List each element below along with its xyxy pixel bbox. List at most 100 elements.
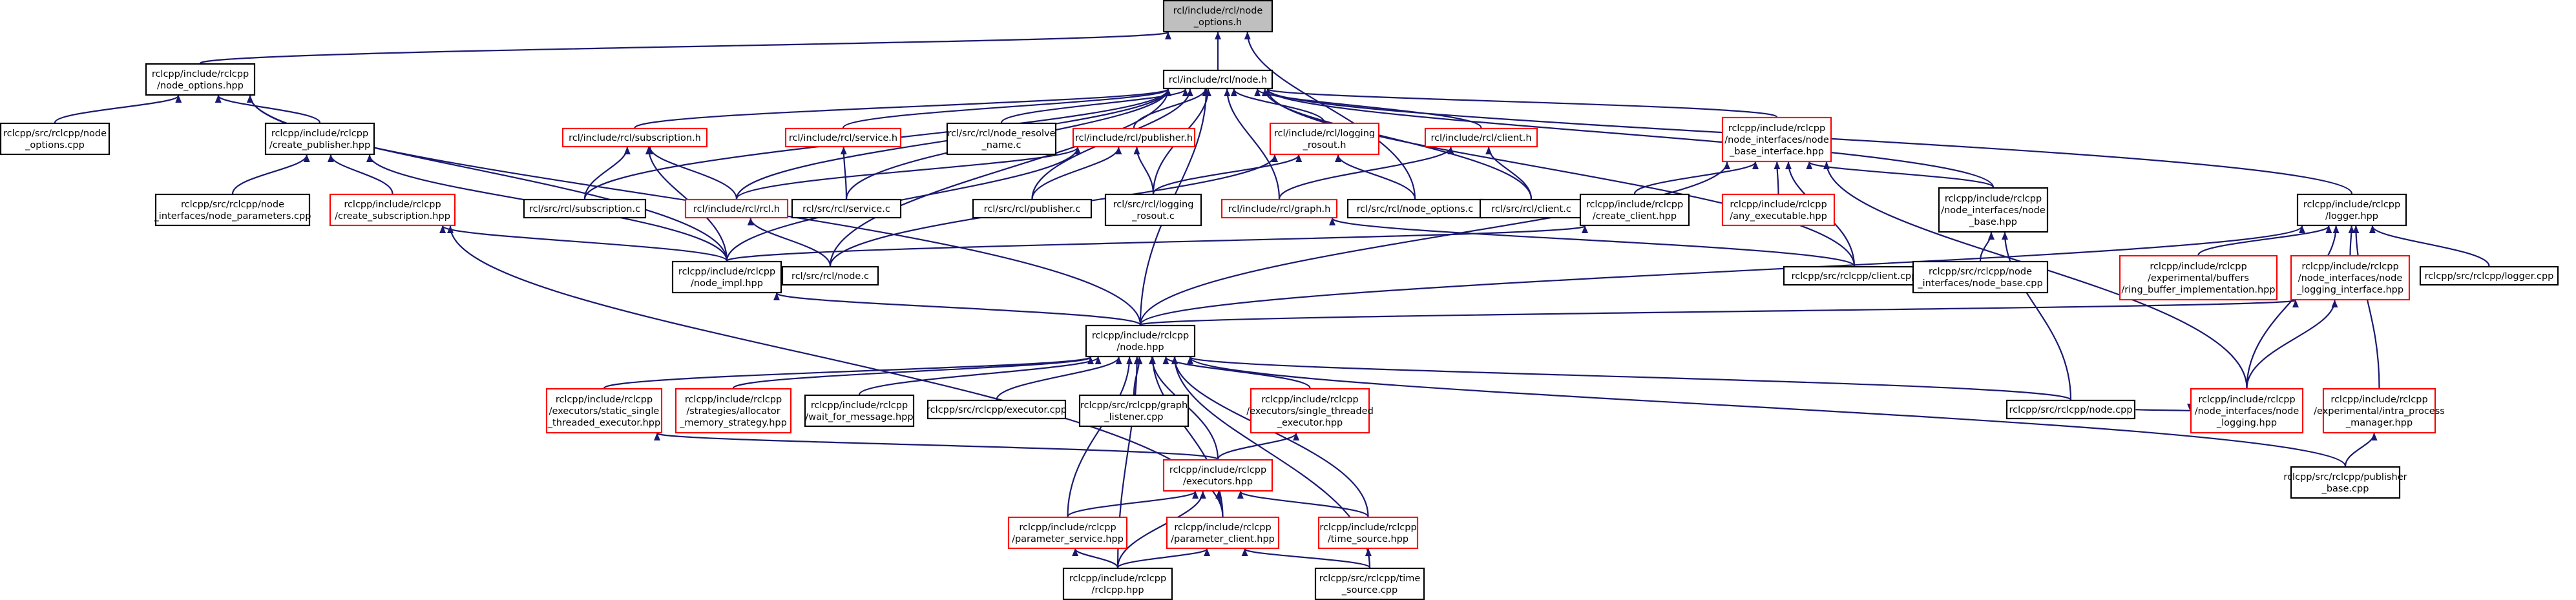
edge-node_cpp-to-cpp_node_hpp (1187, 356, 2072, 401)
node-rcl-publisher-h[interactable]: rcl/include/rcl/publisher.h (1072, 127, 1196, 148)
node-graph-h[interactable]: rcl/include/rcl/graph.h (1220, 198, 1338, 219)
node-rcl-subscription-h[interactable]: rcl/include/rcl/subscription.h (561, 127, 708, 148)
node-wait-for-message[interactable]: rclcpp/include/rclcpp/wait_for_message.h… (804, 394, 915, 428)
node-rcl-h[interactable]: rcl/include/rcl/rcl.h (684, 198, 789, 219)
edge-cpp_node_options_cpp-to-cpp_node_options_hpp (54, 94, 182, 123)
node-label-line: rclcpp/include/rclcpp (1169, 465, 1266, 475)
edge-rcl_service_h-to-rcl_node_h (842, 88, 1171, 129)
node-node-logging-interface[interactable]: rclcpp/include/rclcpp/node_interfaces/no… (2290, 254, 2411, 301)
edge-client_cpp-to-graph_h (1329, 217, 1856, 267)
node-time-source-hpp[interactable]: rclcpp/include/rclcpp/time_source.hpp (1317, 516, 1419, 550)
node-label-line: /node_interfaces/node (1724, 135, 1829, 145)
node-create-publisher[interactable]: rclcpp/include/rclcpp/create_publisher.h… (264, 122, 375, 156)
node-label-line: rclcpp/include/rclcpp (1174, 522, 1271, 533)
node-rcl-client-h[interactable]: rcl/include/rcl/client.h (1424, 127, 1538, 148)
node-node-base-hpp[interactable]: rclcpp/include/rclcpp/node_interfaces/no… (1938, 187, 2049, 233)
edge-line (1215, 491, 1224, 517)
node-node-base-cpp[interactable]: rclcpp/src/rclcpp/node_interfaces/node_b… (1912, 260, 2049, 294)
node-box (2296, 193, 2407, 227)
node-label-line: /wait_for_message.hpp (805, 412, 913, 422)
node-label-line: /node_interfaces/node (2298, 273, 2403, 284)
node-node-impl[interactable]: rclcpp/include/rclcpp/node_impl.hpp (671, 260, 782, 294)
node-ring-buffer[interactable]: rclcpp/include/rclcpp/experimental/buffe… (2119, 254, 2278, 301)
edge-line (829, 88, 1171, 267)
node-create-client[interactable]: rclcpp/include/rclcpp/create_client.hpp (1579, 193, 1690, 227)
node-rcl-service-h[interactable]: rcl/include/rcl/service.h (784, 127, 902, 148)
node-node-logging-hpp[interactable]: rclcpp/include/rclcpp/node_interfaces/no… (2190, 388, 2304, 434)
node-label-line: rcl/src/rcl/logging (1113, 200, 1194, 210)
edge-create_publisher-to-cpp_node_options_hpp (215, 95, 321, 123)
node-box (1479, 198, 1584, 219)
node-any-executable[interactable]: rclcpp/include/rclcpp/any_executable.hpp (1721, 193, 1836, 227)
node-logger-hpp[interactable]: rclcpp/include/rclcpp/logger.hpp (2296, 193, 2407, 227)
node-box (781, 265, 879, 286)
node-box (2290, 466, 2401, 499)
node-graph-listener[interactable]: rclcpp/src/rclcpp/graph_listener.cpp (1078, 394, 1189, 428)
node-rclcpp-hpp[interactable]: rclcpp/include/rclcpp/rclcpp.hpp (1062, 567, 1173, 600)
node-create-subscription[interactable]: rclcpp/include/rclcpp/create_subscriptio… (329, 193, 456, 227)
node-node-options-c[interactable]: rcl/src/rcl/node_options.c (1346, 198, 1483, 219)
node-publisher-c[interactable]: rcl/src/rcl/publisher.c (972, 198, 1093, 219)
node-node-base-interface[interactable]: rclcpp/include/rclcpp/node_interfaces/no… (1721, 116, 1832, 163)
node-parameter-client[interactable]: rclcpp/include/rclcpp/parameter_client.h… (1166, 516, 1280, 550)
edge-line (1365, 548, 1372, 568)
edge-line (1244, 32, 1416, 200)
node-box (1162, 459, 1273, 492)
edge-line (1485, 147, 1533, 200)
node-label-line: _options.cpp (25, 140, 85, 150)
node-rcl-node-h[interactable]: rcl/include/rcl/node.h (1162, 69, 1273, 90)
node-client-c[interactable]: rcl/src/rcl/client.c (1479, 198, 1584, 219)
node-label-line: /any_executable.hpp (1730, 211, 1827, 222)
edge-node_impl-to-create_client (726, 225, 1588, 262)
edge-client_c-to-rcl_client_h (1485, 147, 1533, 200)
edge-single_threaded-to-cpp_node_hpp (1162, 356, 1311, 389)
edge-logger_cpp-to-logger_hpp (2369, 225, 2490, 267)
node-static-single[interactable]: rclcpp/include/rclcpp/executors/static_s… (545, 388, 663, 434)
node-label-line: rclcpp/include/rclcpp (2303, 200, 2400, 210)
edge-executor_cpp-to-cpp_node_hpp (996, 357, 1122, 400)
node-label-line: rclcpp/include/rclcpp (678, 267, 775, 277)
node-subscription-c[interactable]: rcl/src/rcl/subscription.c (523, 198, 647, 219)
edge-line (1031, 147, 1122, 200)
edge-line (231, 154, 310, 194)
node-service-c[interactable]: rcl/src/rcl/service.c (791, 198, 902, 219)
node-node-c[interactable]: rcl/src/rcl/node.c (781, 265, 879, 286)
edge-allocator_memory-to-cpp_node_hpp (732, 356, 1094, 389)
node-single-threaded[interactable]: rclcpp/include/rclcpp/executors/single_t… (1246, 388, 1374, 434)
edge-subscription_c-to-rcl_subscription_h (583, 147, 631, 200)
node-allocator-memory[interactable]: rclcpp/include/rclcpp/strategies/allocat… (675, 388, 792, 434)
node-parameter-service[interactable]: rclcpp/include/rclcpp/parameter_service.… (1007, 516, 1128, 550)
edge-line (1237, 490, 1369, 517)
node-box (1085, 324, 1196, 358)
node-label-line: rclcpp/include/rclcpp (1092, 331, 1189, 341)
edge-parameter_service-to-executors_hpp (1067, 490, 1199, 517)
node-logging-rosout-c[interactable]: rcl/src/rcl/logging_rosout.c (1104, 193, 1202, 227)
node-label-line: rclcpp/include/rclcpp (1319, 522, 1416, 533)
edge-rcl_h-to-rcl_publisher_h (735, 147, 1081, 200)
edge-line (1162, 356, 1311, 389)
node-cpp-node-options-hpp[interactable]: rclcpp/include/rclcpp/node_options.hpp (145, 63, 256, 96)
node-node-resolve[interactable]: rcl/src/rcl/node_resolve_name.c (946, 122, 1057, 156)
edge-logging_rosout_c-to-rcl_publisher_h (1133, 147, 1155, 194)
node-executor-cpp[interactable]: rclcpp/src/rclcpp/executor.cpp (927, 399, 1067, 420)
node-client-cpp[interactable]: rclcpp/src/rclcpp/client.cpp (1783, 265, 1926, 286)
node-node-params-cpp[interactable]: rclcpp/src/rclcpp/node_interfaces/node_p… (154, 193, 311, 227)
node-rcl-logging-rosout-h[interactable]: rcl/include/rcl/logging_rosout.h (1269, 122, 1380, 156)
node-publisher-base-cpp[interactable]: rclcpp/src/rclcpp/publisher_base.cpp (2283, 466, 2407, 499)
node-box (2419, 265, 2559, 286)
node-label-line: rclcpp/include/rclcpp (1069, 574, 1166, 584)
node-cpp-node-options-cpp[interactable]: rclcpp/src/rclcpp/node_options.cpp (0, 122, 110, 156)
node-opts[interactable]: rcl/include/rcl/node_options.h (1162, 0, 1273, 33)
edge-create_client-to-node_base_interface (1633, 161, 1759, 194)
node-time-source-cpp[interactable]: rclcpp/src/rclcpp/time_source.cpp (1314, 567, 1425, 600)
node-box (804, 394, 915, 428)
edge-executors_hpp-to-single_threaded (1217, 433, 1300, 460)
edge-node_cpp-to-node_base_hpp (2002, 232, 2072, 400)
edge-parameter_client-to-executors_hpp (1215, 491, 1224, 517)
node-executors-hpp[interactable]: rclcpp/include/rclcpp/executors.hpp (1162, 459, 1273, 492)
node-cpp-node-hpp[interactable]: rclcpp/include/rclcpp/node.hpp (1085, 324, 1196, 358)
node-node-cpp[interactable]: rclcpp/src/rclcpp/node.cpp (2005, 399, 2136, 420)
node-logger-cpp[interactable]: rclcpp/src/rclcpp/logger.cpp (2419, 265, 2559, 286)
node-intra-process[interactable]: rclcpp/include/rclcpp/experimental/intra… (2314, 388, 2445, 434)
